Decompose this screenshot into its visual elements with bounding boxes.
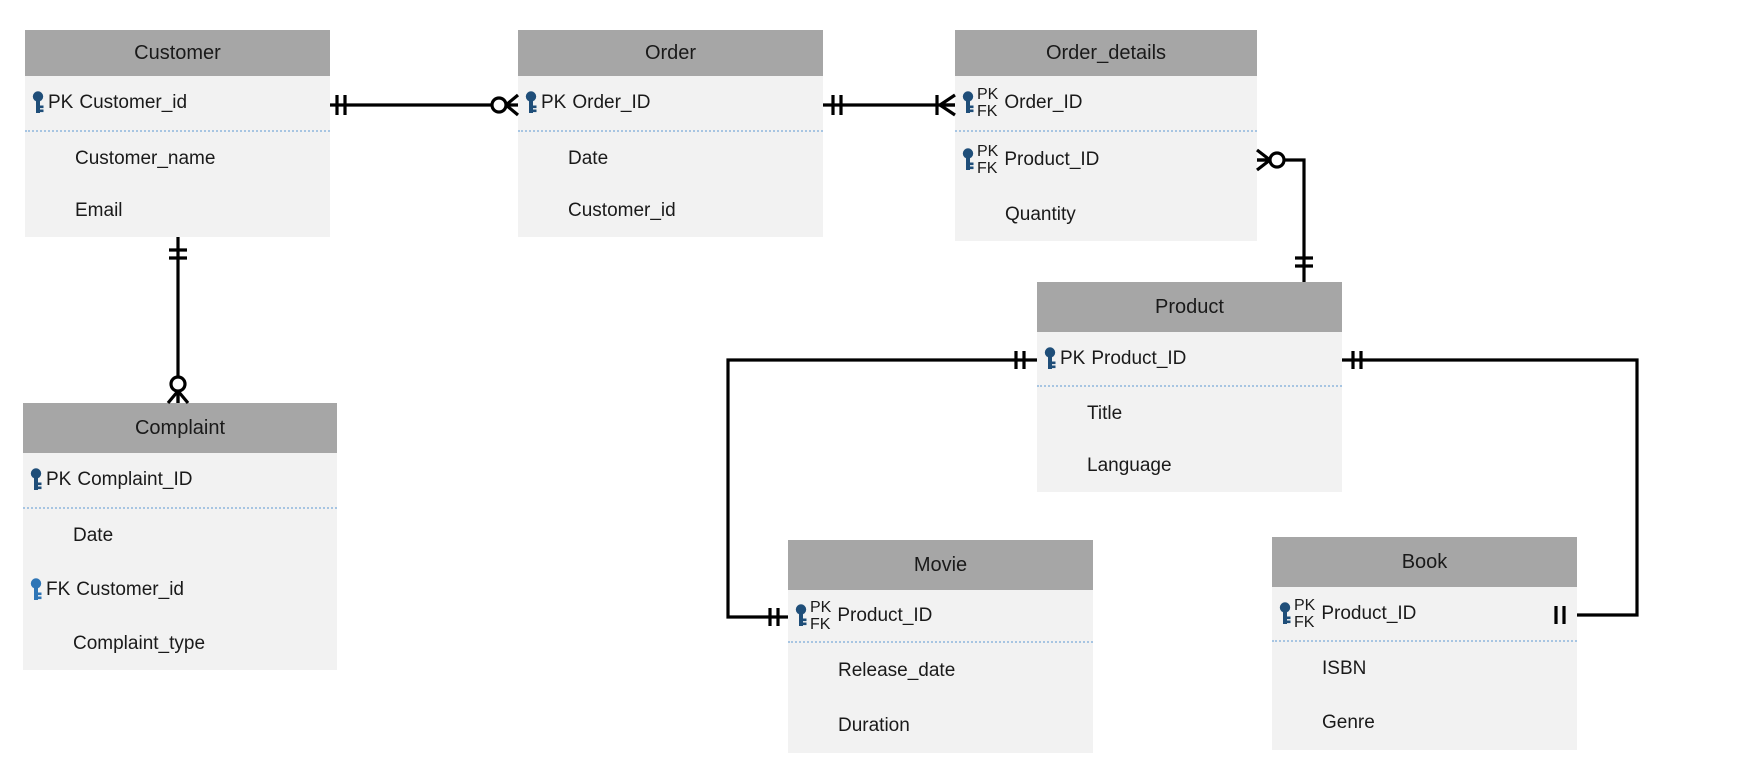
attribute-label: Date [73, 524, 114, 546]
attribute-label: Release_date [838, 659, 956, 681]
primary-key-icon [961, 91, 975, 115]
primary-key-icon [961, 148, 975, 172]
attribute-row[interactable]: Duration [788, 698, 1093, 753]
attribute-row[interactable]: Complaint_type [23, 617, 337, 670]
entity-order-details[interactable]: Order_details PK FK Order_ID PK FK Produ… [955, 30, 1257, 241]
attribute-label: Order_ID [572, 92, 651, 113]
primary-key-icon [31, 91, 45, 115]
attribute-label: Product_ID [1004, 149, 1100, 170]
fk-badge: FK [1294, 613, 1315, 631]
attribute-row[interactable]: PK FK Product_ID [1272, 587, 1577, 642]
relationship-customer-complaint[interactable] [166, 237, 190, 405]
pk-badge: PK [1294, 596, 1316, 614]
fk-badge: FK [46, 578, 71, 600]
attribute-row[interactable]: PK Customer_id [25, 76, 330, 132]
attribute-label: Product_ID [1321, 602, 1417, 624]
attribute-row[interactable]: PK FK Product_ID [955, 132, 1257, 188]
attribute-row[interactable]: PK Order_ID [518, 76, 823, 132]
entity-order-details-title: Order_details [955, 30, 1257, 76]
attribute-label: Genre [1322, 712, 1375, 733]
fk-badge: FK [977, 160, 998, 177]
attribute-row[interactable]: FK Customer_id [23, 562, 337, 617]
attribute-row[interactable]: Quantity [955, 188, 1257, 241]
relationship-customer-order[interactable] [330, 93, 520, 117]
pk-badge: PK [810, 598, 832, 616]
attribute-row[interactable]: Release_date [788, 643, 1093, 698]
attribute-row[interactable]: Date [518, 132, 823, 185]
attribute-label: Email [75, 200, 123, 221]
attribute-label: Customer_id [568, 200, 676, 221]
attribute-row[interactable]: Customer_id [518, 185, 823, 237]
entity-complaint-title: Complaint [23, 403, 337, 453]
entity-product[interactable]: Product PK Product_ID Title Language [1037, 282, 1342, 492]
attribute-row[interactable]: Genre [1272, 696, 1577, 750]
attribute-row[interactable]: Date [23, 509, 337, 562]
pk-badge: PK [1060, 347, 1086, 369]
entity-order-title: Order [518, 30, 823, 76]
pk-badge: PK [48, 92, 74, 113]
entity-order[interactable]: Order PK Order_ID Date Customer_id [518, 30, 823, 237]
attribute-label: Complaint_type [73, 632, 206, 654]
attribute-row[interactable]: PK FK Product_ID [788, 590, 1093, 643]
pk-badge: PK [541, 92, 567, 113]
attribute-label: Language [1087, 455, 1172, 476]
entity-movie[interactable]: Movie PK FK Product_ID Release_date Dura… [788, 540, 1093, 753]
pk-fk-badges: PK FK [977, 143, 998, 177]
attribute-label: Customer_id [79, 92, 188, 113]
primary-key-icon [794, 603, 808, 628]
primary-key-icon [524, 91, 538, 115]
entity-movie-title: Movie [788, 540, 1093, 590]
attribute-label: Quantity [1005, 203, 1076, 225]
foreign-key-icon [29, 577, 43, 602]
pk-badge: PK [977, 143, 999, 160]
attribute-label: Customer_id [76, 578, 184, 600]
fk-badge: FK [810, 615, 831, 633]
primary-key-icon [29, 468, 43, 492]
attribute-row[interactable]: Title [1037, 387, 1342, 440]
pk-fk-badges: PK FK [1294, 597, 1315, 631]
entity-complaint[interactable]: Complaint PK Complaint_ID Date FK Custom… [23, 403, 337, 670]
entity-book-title: Book [1272, 537, 1577, 587]
attribute-label: Customer_name [75, 147, 216, 169]
attribute-label: Title [1087, 402, 1123, 424]
relationship-order-orderdetails[interactable] [823, 93, 956, 117]
attribute-row[interactable]: Email [25, 185, 330, 237]
pk-badge: PK [46, 469, 72, 490]
entity-book[interactable]: Book PK FK Product_ID ISBN Genre [1272, 537, 1577, 750]
attribute-row[interactable]: ISBN [1272, 642, 1577, 696]
pk-fk-badges: PK FK [810, 599, 831, 633]
attribute-label: Complaint_ID [77, 469, 193, 490]
attribute-label: Duration [838, 714, 910, 736]
attribute-row[interactable]: Language [1037, 440, 1342, 492]
primary-key-icon [1043, 346, 1057, 371]
pk-badge: PK [977, 86, 999, 103]
attribute-label: Order_ID [1004, 92, 1083, 113]
primary-key-icon [1278, 601, 1292, 626]
attribute-label: Date [568, 147, 609, 169]
attribute-label: Product_ID [1091, 347, 1187, 369]
pk-fk-badges: PK FK [977, 86, 998, 120]
entity-customer-title: Customer [25, 30, 330, 76]
attribute-label: ISBN [1322, 658, 1367, 679]
attribute-row[interactable]: PK Product_ID [1037, 332, 1342, 387]
relationship-orderdetails-product[interactable] [1256, 148, 1313, 282]
attribute-row[interactable]: Customer_name [25, 132, 330, 185]
attribute-row[interactable]: PK Complaint_ID [23, 453, 337, 509]
attribute-label: Product_ID [837, 604, 933, 626]
entity-customer[interactable]: Customer PK Customer_id Customer_name Em… [25, 30, 330, 237]
attribute-row[interactable]: PK FK Order_ID [955, 76, 1257, 132]
fk-badge: FK [977, 103, 998, 120]
entity-product-title: Product [1037, 282, 1342, 332]
